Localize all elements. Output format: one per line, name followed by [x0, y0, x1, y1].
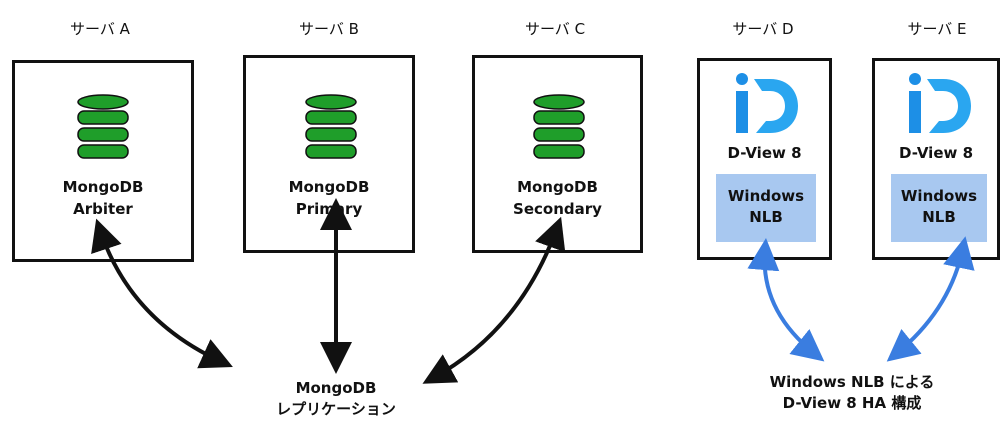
server-d-nlb: Windows NLB: [716, 174, 816, 242]
server-e-label: サーバ E: [907, 20, 967, 38]
dview-logo-icon: [909, 73, 971, 133]
arrow-secondary-replication: [422, 216, 566, 384]
dview-logo-icon: [736, 73, 798, 133]
replication-label-line1: MongoDB: [295, 379, 377, 397]
server-d-nlb-line2: NLB: [749, 208, 783, 226]
replication-label-line2: レプリケーション: [276, 400, 396, 418]
arrow-servere-nlb: [886, 236, 975, 362]
database-icon: [77, 94, 129, 159]
server-c-role-line1: MongoDB: [517, 178, 598, 196]
arrow-arbiter-replication: [91, 218, 233, 369]
arrow-serverd-nlb: [747, 238, 825, 362]
server-d-app: D-View 8: [727, 144, 802, 162]
database-icon: [533, 94, 585, 159]
nlb-ha-label: Windows NLB による D-View 8 HA 構成: [752, 372, 952, 414]
server-d-nlb-line1: Windows: [727, 187, 805, 205]
server-e-app: D-View 8: [898, 144, 974, 162]
server-a-role: MongoDB Arbiter: [15, 176, 191, 220]
server-a-role-line1: MongoDB: [62, 178, 144, 196]
server-b-label: サーバ B: [299, 20, 359, 38]
server-b-role-line1: MongoDB: [288, 178, 370, 196]
server-d-box: D-View 8 Windows NLB: [697, 58, 832, 260]
server-e-nlb: Windows NLB: [891, 174, 987, 242]
database-icon: [305, 94, 357, 159]
nlb-ha-label-line2: D-View 8 HA 構成: [782, 394, 922, 412]
server-c-role-line2: Secondary: [513, 200, 602, 218]
nlb-ha-label-line1: Windows NLB による: [769, 373, 935, 391]
server-d-label: サーバ D: [732, 20, 794, 38]
replication-label: MongoDB レプリケーション: [256, 378, 416, 420]
server-e-nlb-line2: NLB: [922, 208, 956, 226]
server-c-role: MongoDB Secondary: [475, 176, 640, 220]
server-a-label: サーバ A: [70, 20, 130, 38]
server-a-role-line2: Arbiter: [73, 200, 133, 218]
server-c-label: サーバ C: [524, 20, 586, 38]
server-e-nlb-line1: Windows: [900, 187, 978, 205]
